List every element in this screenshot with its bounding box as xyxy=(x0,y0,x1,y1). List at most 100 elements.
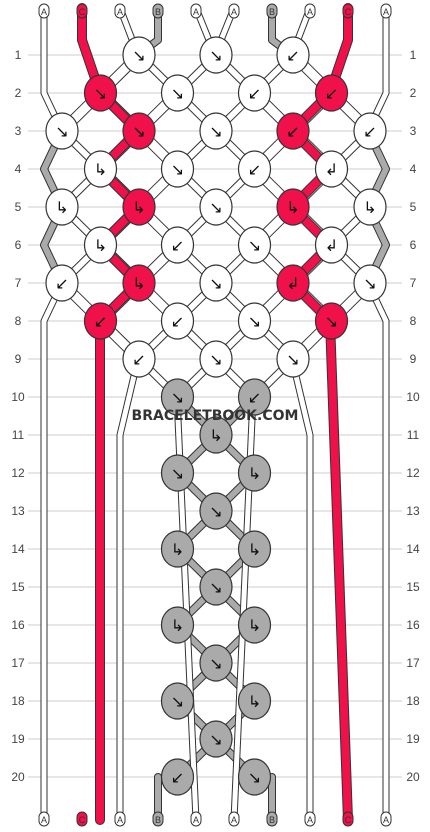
row-number-left: 3 xyxy=(15,124,22,138)
knot-direction-arrow: ↘ xyxy=(209,274,222,293)
strand-cap-bottom xyxy=(304,811,316,827)
row-number-left: 2 xyxy=(15,86,22,100)
knot-body xyxy=(314,226,349,264)
strand-label-top: B xyxy=(155,7,161,17)
knot-direction-arrow: ↘ xyxy=(209,654,222,673)
knot: ↘ xyxy=(276,340,310,378)
knot-body xyxy=(199,644,233,682)
row-number-left: 14 xyxy=(11,542,25,556)
strand-label-bottom: A xyxy=(41,815,47,825)
strand-cap-bottom xyxy=(342,811,354,827)
row-number-right: 7 xyxy=(410,276,417,290)
strand-cap-top xyxy=(190,3,202,19)
knot-direction-arrow: ↲ xyxy=(325,236,338,255)
strand-cap-top xyxy=(266,3,278,19)
knot: ↘ xyxy=(199,264,233,302)
strand-cap-top xyxy=(152,3,164,19)
knot: ↘ xyxy=(160,682,195,720)
knot-direction-arrow: ↘ xyxy=(171,692,184,711)
knot-direction-arrow: ↘ xyxy=(209,122,222,141)
knot: ↙ xyxy=(237,74,272,112)
knot: ↘ xyxy=(314,302,349,340)
knot-body xyxy=(353,112,387,150)
knot-body xyxy=(83,302,118,340)
row-number-right: 12 xyxy=(406,466,420,480)
strand-cap-bottom xyxy=(266,811,278,827)
row-number-left: 6 xyxy=(15,238,22,252)
strand-cap-bottom xyxy=(38,811,50,827)
knot-body xyxy=(237,454,272,492)
knot: ↙ xyxy=(160,302,195,340)
row-number-right: 10 xyxy=(406,390,420,404)
knot-direction-arrow: ↳ xyxy=(55,198,68,217)
knot-body xyxy=(199,720,233,758)
strand-cap-bottom xyxy=(152,811,164,827)
knot-direction-arrow: ↘ xyxy=(209,198,222,217)
row-number-right: 6 xyxy=(410,238,417,252)
knot: ↘ xyxy=(160,74,195,112)
knot-direction-arrow: ↳ xyxy=(286,198,299,217)
row-number-right: 13 xyxy=(406,504,420,518)
knot: ↘ xyxy=(199,568,233,606)
strand-label-bottom: B xyxy=(155,815,161,825)
knot-body xyxy=(83,74,118,112)
knot-body xyxy=(237,150,272,188)
knot-direction-arrow: ↘ xyxy=(209,578,222,597)
knot-body xyxy=(199,112,233,150)
strand-cap-top xyxy=(304,3,316,19)
row-number-left: 5 xyxy=(15,200,22,214)
knot-body xyxy=(122,264,156,302)
strand-label-bottom: C xyxy=(345,815,352,825)
knot: ↳ xyxy=(83,150,118,188)
row-number-right: 1 xyxy=(410,48,417,62)
knot: ↘ xyxy=(160,150,195,188)
knot: ↙ xyxy=(160,758,195,796)
knot-grid: ↘↘↙↘↘↙↙↘↘↘↙↙↳↘↙↲↳↳↘↳↳↳↙↘↲↙↳↘↲↘↙↙↘↘↙↘↘↘↙↳… xyxy=(45,36,387,796)
knot-direction-arrow: ↘ xyxy=(325,312,338,331)
knot-body xyxy=(237,758,272,796)
knot: ↘ xyxy=(122,112,156,150)
knot: ↘ xyxy=(199,340,233,378)
strand-label-top: C xyxy=(345,7,352,17)
knot: ↘ xyxy=(199,112,233,150)
knot-body xyxy=(314,74,349,112)
knot-direction-arrow: ↳ xyxy=(248,692,261,711)
row-number-left: 13 xyxy=(11,504,25,518)
knot-body xyxy=(83,150,118,188)
knot-body xyxy=(160,226,195,264)
knot-body xyxy=(276,340,310,378)
knot-body xyxy=(353,264,387,302)
knot: ↘ xyxy=(353,264,387,302)
knot-body xyxy=(122,112,156,150)
knot-body xyxy=(122,36,156,74)
knot-direction-arrow: ↘ xyxy=(209,502,222,521)
knot: ↙ xyxy=(160,226,195,264)
knot-direction-arrow: ↘ xyxy=(132,46,145,65)
knot: ↳ xyxy=(160,606,195,644)
strand-cap-top xyxy=(38,3,50,19)
knot-direction-arrow: ↳ xyxy=(132,198,145,217)
strand-label-top: A xyxy=(231,7,237,17)
knot-body xyxy=(276,188,310,226)
knot-direction-arrow: ↙ xyxy=(55,274,68,293)
knot: ↳ xyxy=(83,226,118,264)
knot-direction-arrow: ↘ xyxy=(171,84,184,103)
knot: ↘ xyxy=(160,454,195,492)
knot: ↳ xyxy=(237,606,272,644)
knot: ↙ xyxy=(276,36,310,74)
row-number-left: 17 xyxy=(11,656,25,670)
knot: ↙ xyxy=(276,112,310,150)
knot: ↲ xyxy=(276,264,310,302)
strand-cap-top xyxy=(228,3,240,19)
knot-body xyxy=(237,226,272,264)
knot-body xyxy=(160,150,195,188)
knot-direction-arrow: ↙ xyxy=(94,312,107,331)
knot-body xyxy=(160,378,195,416)
knot-direction-arrow: ↙ xyxy=(248,84,261,103)
knot-body xyxy=(160,758,195,796)
row-number-left: 20 xyxy=(11,770,25,784)
knot-body xyxy=(160,454,195,492)
knot-body xyxy=(199,340,233,378)
knot-body xyxy=(237,378,272,416)
